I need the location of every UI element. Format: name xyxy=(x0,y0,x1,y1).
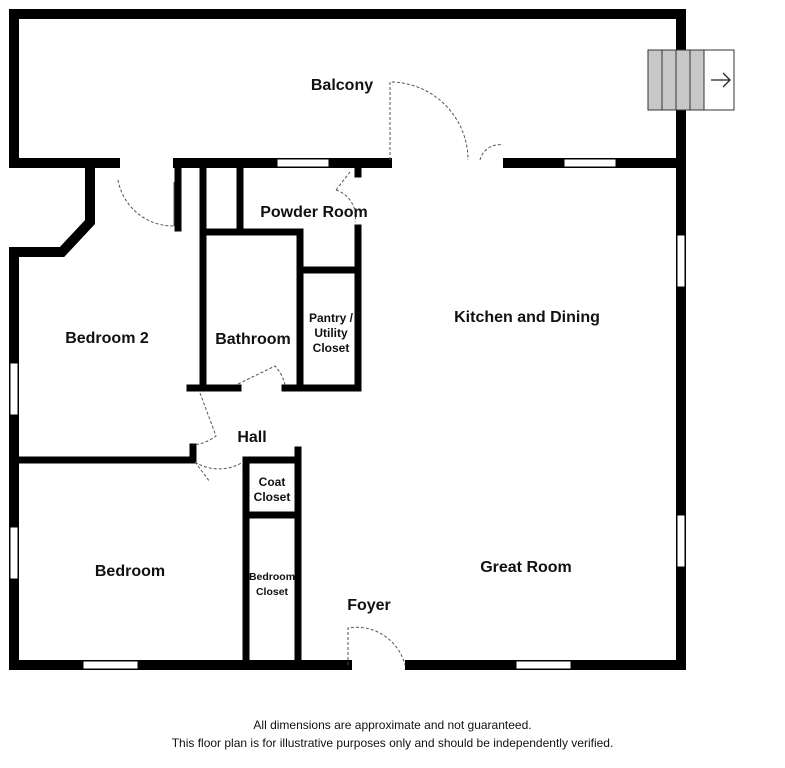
disclaimer-line-1: All dimensions are approximate and not g… xyxy=(253,718,532,732)
label-pantry-1: Pantry / xyxy=(309,311,354,325)
window-south-bedroom xyxy=(82,660,139,670)
label-bedroom2: Bedroom 2 xyxy=(65,330,149,347)
label-coat-2: Closet xyxy=(254,490,291,504)
label-bedroom-closet-1: Bedroom xyxy=(249,571,295,583)
label-bathroom: Bathroom xyxy=(215,331,291,348)
window-south-great xyxy=(515,660,572,670)
label-pantry-3: Closet xyxy=(313,341,350,355)
door-bedroom2-hall xyxy=(192,392,217,446)
label-balcony: Balcony xyxy=(311,77,373,94)
door-bedroom2-north xyxy=(117,179,175,227)
label-foyer: Foyer xyxy=(347,597,391,614)
label-great-room: Great Room xyxy=(480,559,572,576)
window-east-great xyxy=(676,514,686,568)
room-labels: Balcony Powder Room Kitchen and Dining B… xyxy=(65,77,600,614)
interior-walls xyxy=(13,162,362,664)
stairs xyxy=(647,49,735,111)
west-wall-bedroom2 xyxy=(9,163,95,465)
label-kitchen-dining: Kitchen and Dining xyxy=(454,309,600,326)
label-powder-room: Powder Room xyxy=(260,204,368,221)
windows xyxy=(9,158,686,670)
window-north-kitchen xyxy=(563,158,617,168)
door-bedroom-hall xyxy=(194,461,244,483)
door-balcony-small xyxy=(479,144,504,161)
window-north-powder xyxy=(276,158,330,168)
window-west-bedroom xyxy=(9,526,19,580)
label-hall: Hall xyxy=(237,429,266,446)
door-balcony xyxy=(389,81,469,161)
label-pantry-2: Utility xyxy=(314,326,348,340)
arrow-right-icon xyxy=(711,72,731,88)
label-bedroom: Bedroom xyxy=(95,563,165,580)
window-east-kitchen xyxy=(676,234,686,288)
label-coat-1: Coat xyxy=(259,475,286,489)
door-bathroom xyxy=(237,365,286,386)
disclaimer-line-2: This floor plan is for illustrative purp… xyxy=(171,736,614,750)
door-foyer xyxy=(347,626,406,666)
doors xyxy=(117,81,504,666)
window-west-bedroom2 xyxy=(9,362,19,416)
label-bedroom-closet-2: Closet xyxy=(256,586,289,598)
door-powder xyxy=(335,171,356,223)
